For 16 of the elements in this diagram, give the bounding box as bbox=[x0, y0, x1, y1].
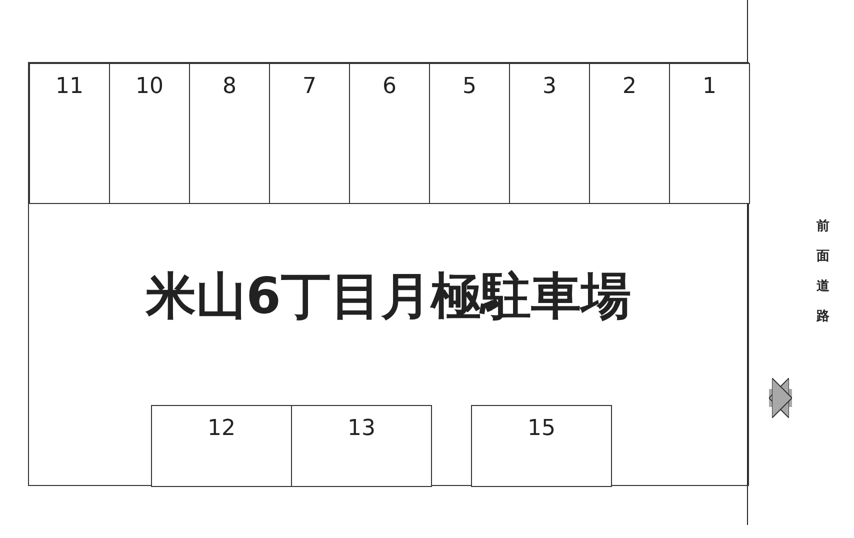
double-arrow bbox=[768, 378, 792, 418]
parking-space: 15 bbox=[471, 405, 612, 487]
parking-space: 10 bbox=[109, 63, 190, 204]
parking-space: 1 bbox=[669, 63, 750, 204]
parking-space: 13 bbox=[291, 405, 432, 487]
road-label: 前面道路 bbox=[812, 212, 834, 428]
parking-lot-outline bbox=[28, 62, 749, 486]
parking-space: 2 bbox=[589, 63, 670, 204]
parking-space: 5 bbox=[429, 63, 510, 204]
parking-space: 11 bbox=[29, 63, 110, 204]
parking-space: 7 bbox=[269, 63, 350, 204]
lot-title: 米山6丁目月極駐車場 bbox=[144, 266, 632, 327]
parking-space: 3 bbox=[509, 63, 590, 204]
parking-space: 8 bbox=[189, 63, 270, 204]
parking-space: 6 bbox=[349, 63, 430, 204]
parking-space: 12 bbox=[151, 405, 292, 487]
